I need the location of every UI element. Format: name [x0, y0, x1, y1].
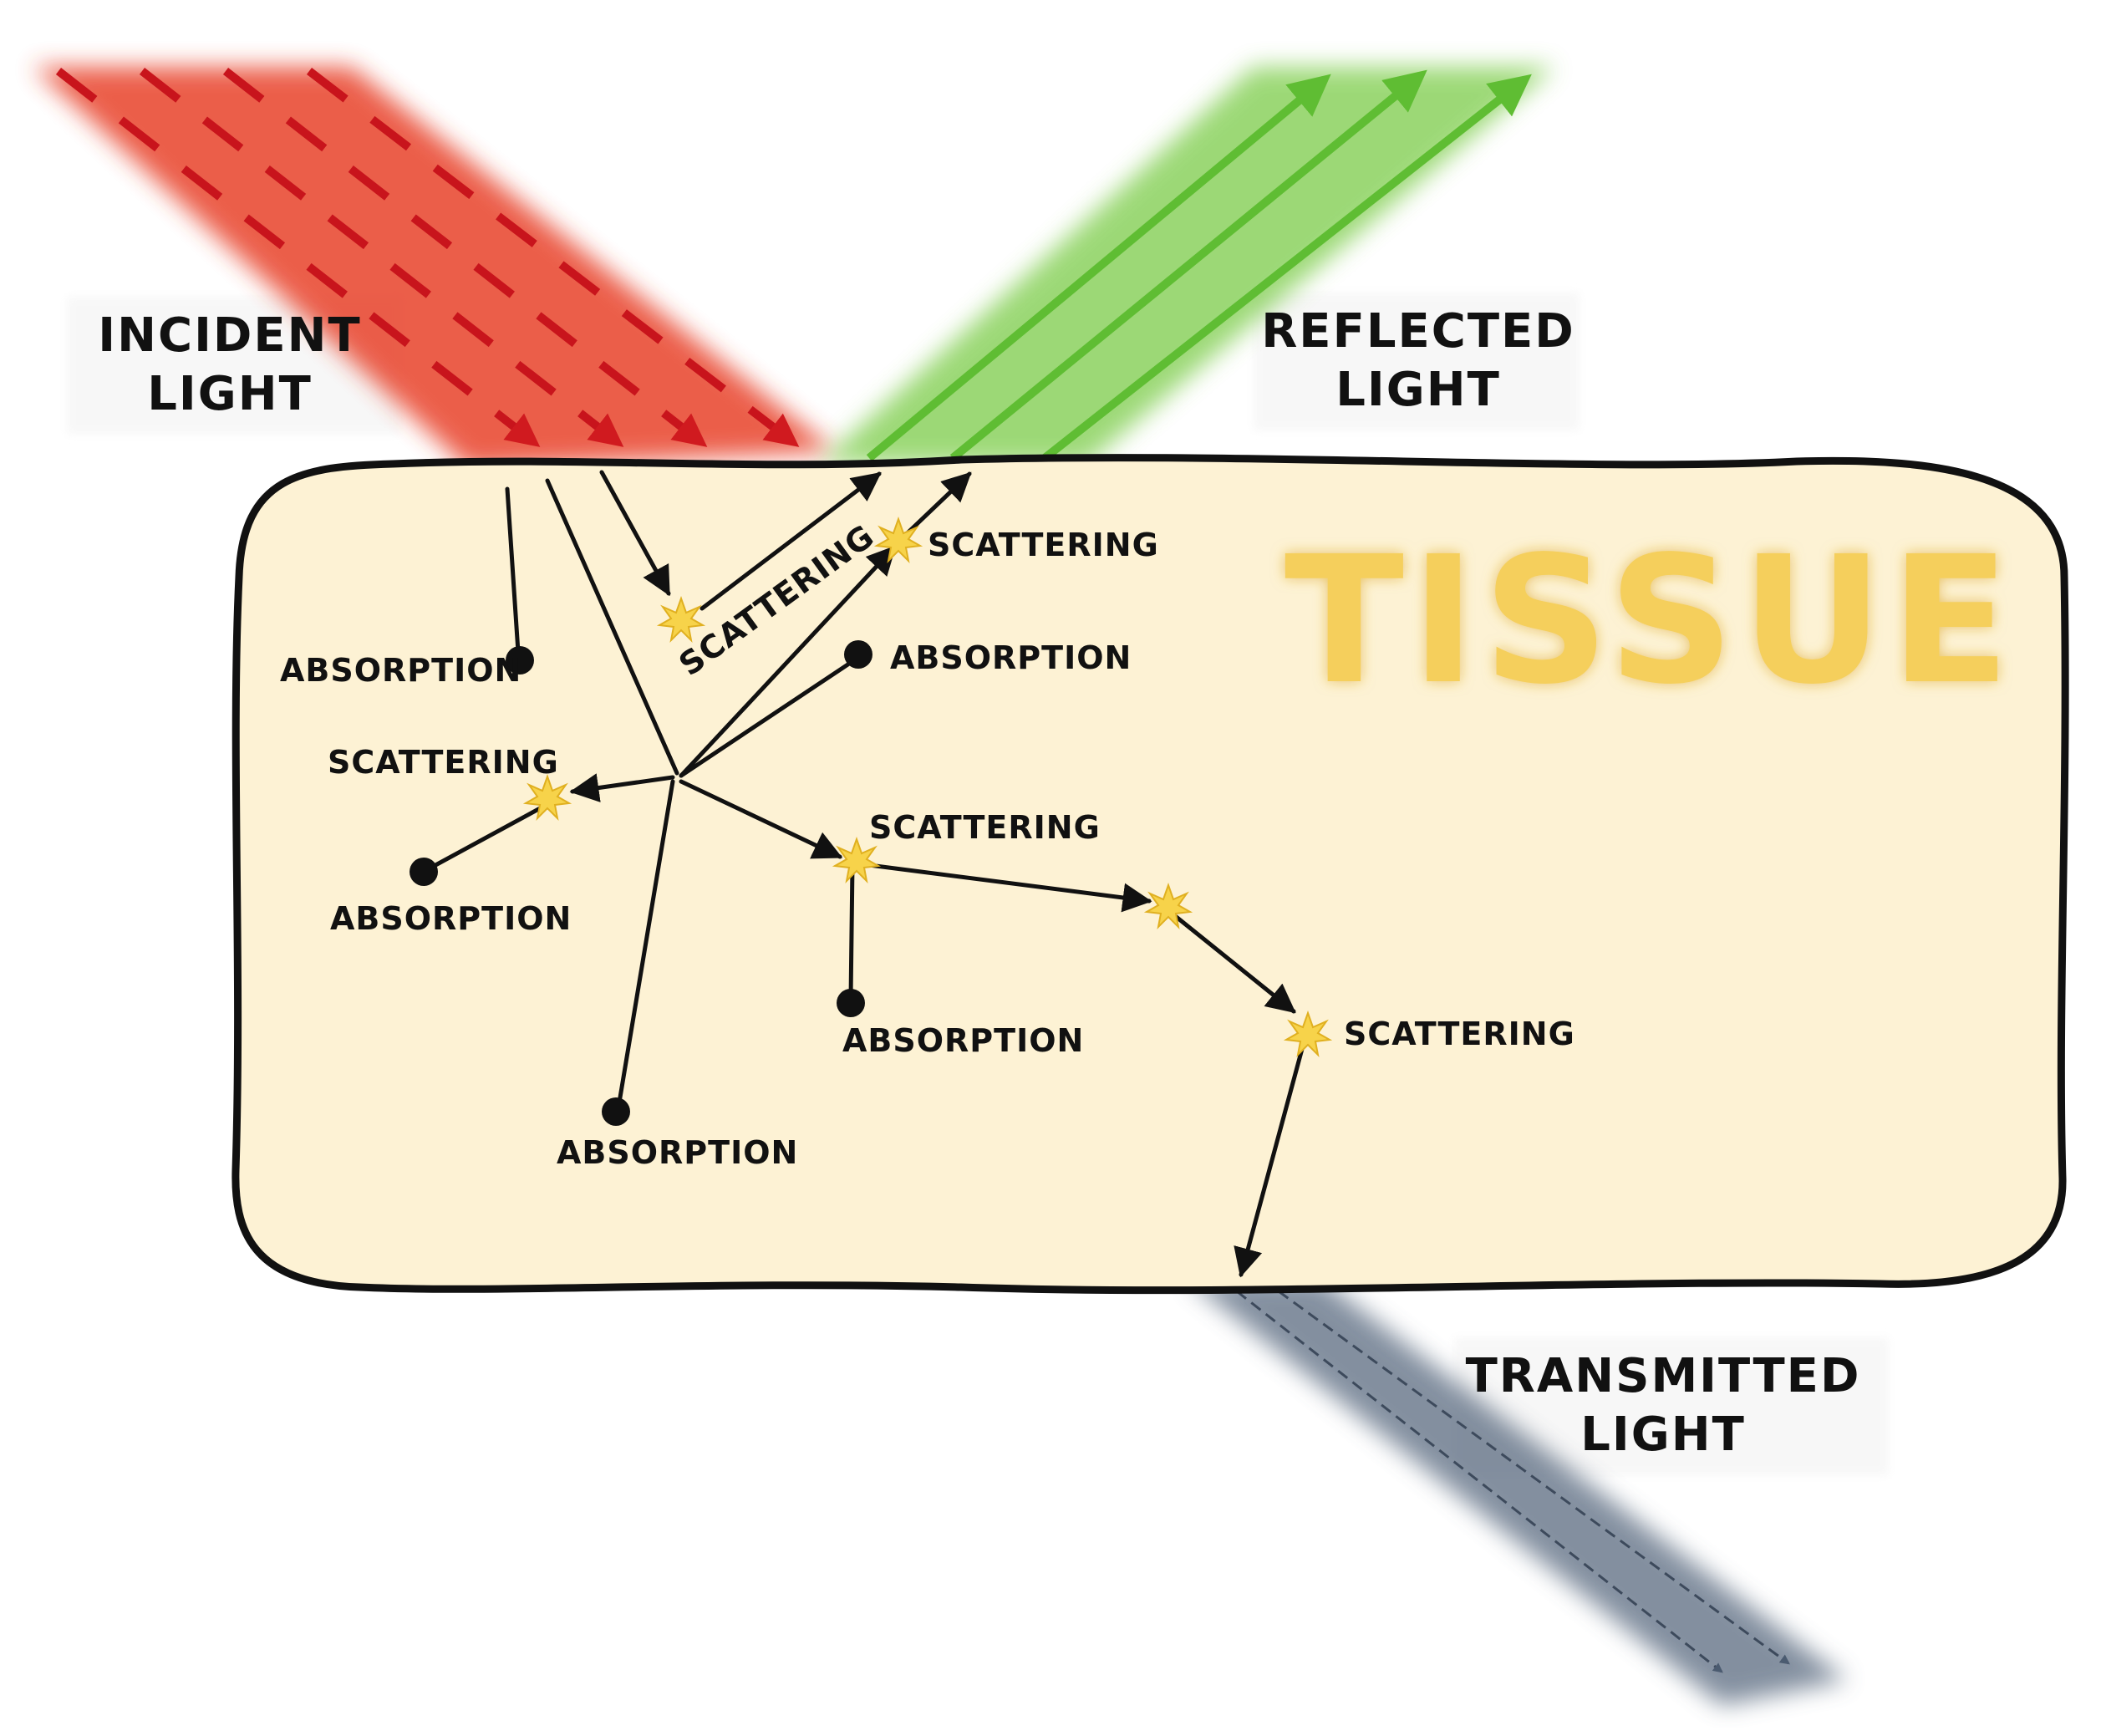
incident-light-beam [33, 67, 836, 468]
absorption-label: ABSORPTION [890, 639, 1132, 676]
scattering-label: SCATTERING [928, 527, 1159, 563]
absorption-label: ABSORPTION [557, 1134, 798, 1171]
reflected-light-beam [819, 67, 1554, 464]
absorption-label: ABSORPTION [280, 652, 521, 689]
transmitted-light-label-line2: LIGHT [1580, 1408, 1746, 1462]
transmitted-light-label-line1: TRANSMITTED [1466, 1349, 1861, 1403]
absorption-dot [837, 989, 865, 1017]
absorption-dot [410, 858, 438, 886]
photon-paths [425, 470, 1305, 1278]
tissue-title: TISSUE [1285, 518, 2017, 723]
absorption-dot [506, 646, 534, 675]
reflected-light-label-line1: REFLECTED [1261, 304, 1575, 359]
scattering-label: SCATTERING [328, 744, 559, 781]
incident-light-label-line1: INCIDENT [98, 308, 361, 363]
tissue-block [231, 454, 2069, 1295]
reflected-label-bg [1254, 293, 1580, 430]
transmitted-light-beam [1187, 1279, 1847, 1705]
absorption-label: ABSORPTION [842, 1022, 1084, 1059]
scattering-label: SCATTERING [869, 809, 1101, 846]
reflected-light-label-line2: LIGHT [1335, 363, 1501, 417]
absorption-dot [602, 1097, 630, 1126]
scattering-label: SCATTERING [1344, 1016, 1575, 1052]
absorption-dot [844, 640, 872, 669]
incident-light-label-line2: LIGHT [147, 367, 313, 421]
absorption-label: ABSORPTION [330, 900, 572, 937]
